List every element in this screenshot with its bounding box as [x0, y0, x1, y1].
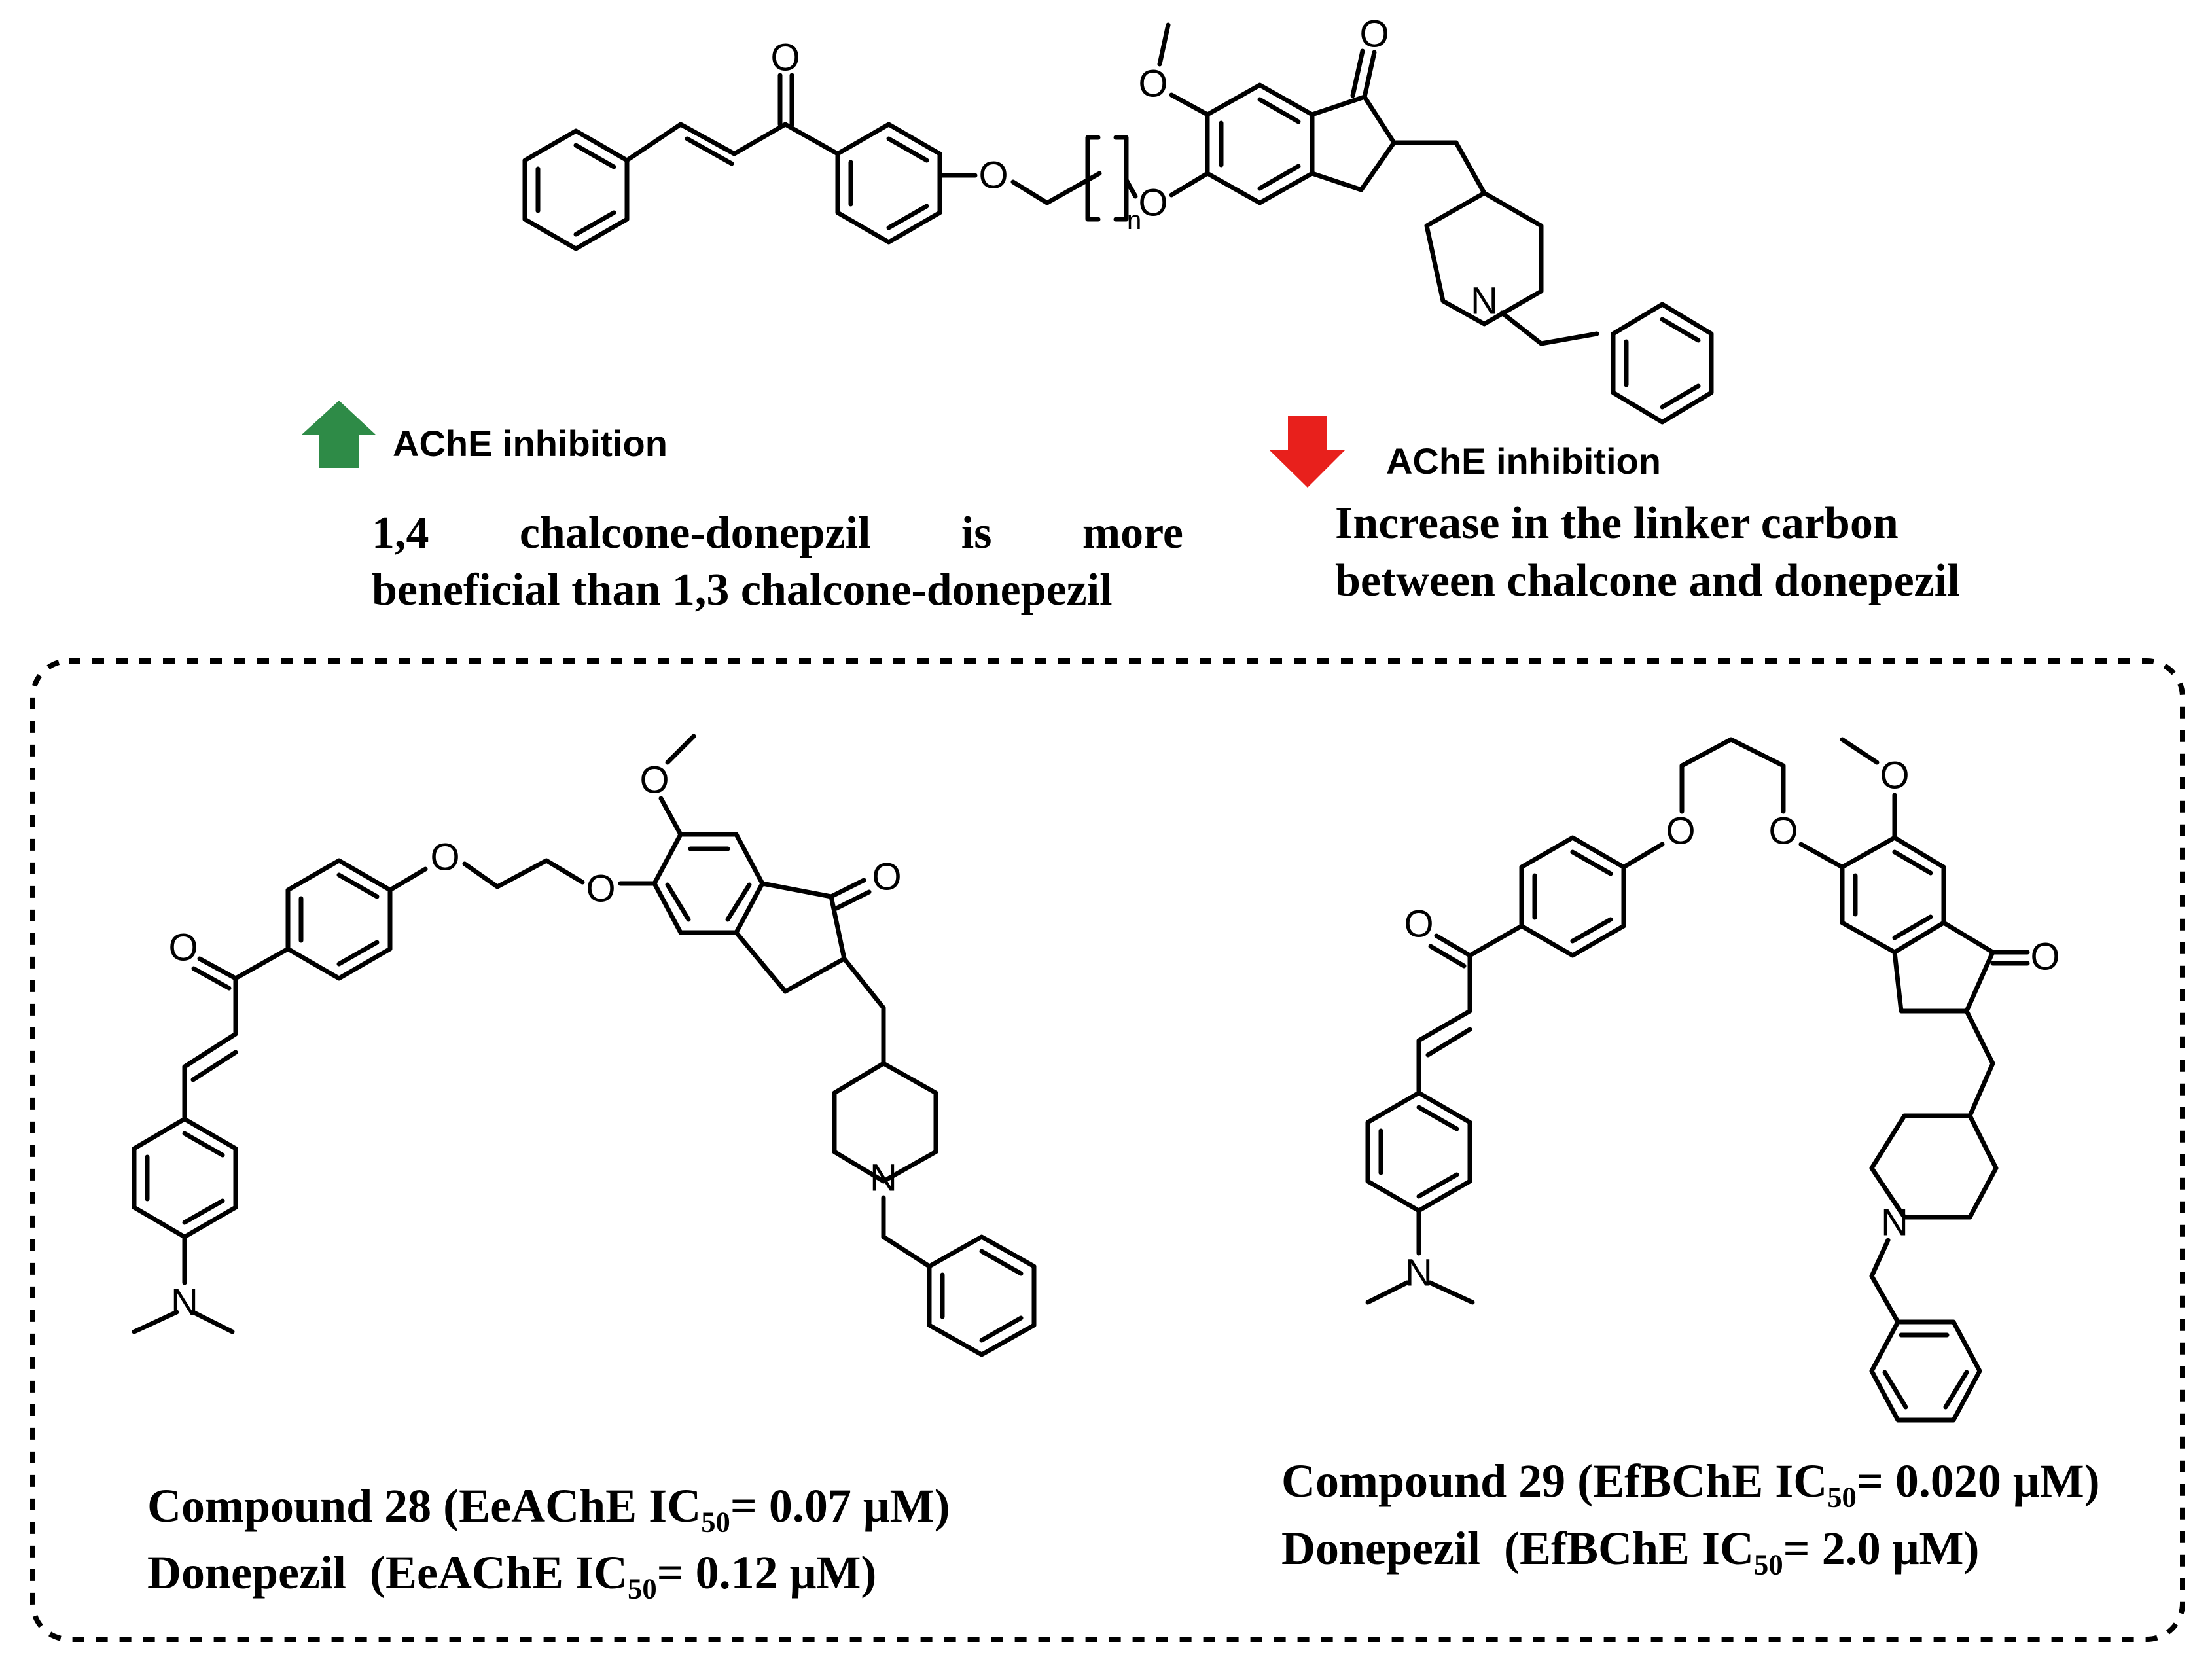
svg-text:O: O: [1359, 13, 1389, 56]
donepezil-ache-caption: Donepezil (EeAChE IC50= 0.12 μM): [147, 1546, 877, 1603]
svg-text:O: O: [978, 154, 1008, 197]
svg-text:N: N: [171, 1281, 198, 1324]
up-arrow-icon: [301, 401, 376, 468]
ache-inhibition-down-label: AChE inhibition: [1386, 440, 1661, 482]
donepezil-ache-sub: 50: [628, 1572, 657, 1605]
compound-29-caption: Compound 29 (EfBChE IC50= 0.020 μM): [1281, 1454, 2100, 1512]
svg-text:O: O: [1138, 182, 1168, 224]
svg-text:O: O: [430, 836, 459, 879]
donepezil-ache-name: Donepezil: [147, 1546, 346, 1599]
down-arrow-icon: [1270, 416, 1345, 488]
svg-text:O: O: [1138, 63, 1168, 105]
donepezil-ache-assay: (EeAChE IC: [369, 1546, 628, 1599]
compound-29-name: Compound 29: [1281, 1455, 1566, 1507]
svg-text:N: N: [1881, 1202, 1908, 1244]
svg-text:O: O: [639, 759, 669, 802]
svg-text:O: O: [586, 868, 615, 910]
note-right-line1: Increase in the linker carbon: [1335, 498, 1899, 548]
compound-29-assay: (EfBChE IC: [1577, 1455, 1828, 1507]
svg-text:O: O: [1404, 903, 1433, 946]
donepezil-bche-caption: Donepezil (EfBChE IC50= 2.0 μM): [1281, 1522, 1980, 1579]
compound-29-structure: N O O O O: [1365, 737, 2060, 1423]
general-structure: O O n O O O N: [522, 13, 1714, 425]
svg-text:O: O: [872, 856, 901, 899]
compound-28-assay: (EeAChE IC: [443, 1480, 702, 1532]
svg-text:O: O: [770, 37, 800, 79]
svg-text:N: N: [1471, 280, 1498, 323]
dashed-border-box: [30, 658, 2185, 1642]
svg-text:O: O: [1666, 810, 1695, 853]
compound-28-name: Compound 28: [147, 1480, 432, 1532]
note-left-line2: beneficial than 1,3 chalcone-donepezil: [372, 565, 1113, 615]
compound-28-structure: N O O O O: [132, 734, 1037, 1357]
donepezil-bche-name: Donepezil: [1281, 1522, 1480, 1575]
compound-28-sub: 50: [701, 1505, 730, 1539]
svg-text:N: N: [1405, 1252, 1433, 1294]
note-right-line2: between chalcone and donepezil: [1335, 556, 1960, 606]
svg-text:O: O: [1768, 810, 1798, 853]
donepezil-bche-assay: (EfBChE IC: [1503, 1522, 1755, 1575]
donepezil-ache-value: = 0.12 μM): [656, 1546, 877, 1599]
compound-29-sub: 50: [1827, 1480, 1857, 1514]
compound-28-caption: Compound 28 (EeAChE IC50= 0.07 μM): [147, 1479, 950, 1537]
ache-inhibition-up-label: AChE inhibition: [393, 423, 668, 464]
note-left-line1: 1,4 chalcone-donepzil is more: [372, 508, 1183, 558]
svg-text:O: O: [2030, 936, 2060, 978]
svg-text:n: n: [1127, 206, 1141, 235]
donepezil-bche-value: = 2.0 μM): [1783, 1522, 1980, 1575]
svg-text:O: O: [168, 927, 198, 969]
compound-28-value: = 0.07 μM): [730, 1480, 950, 1532]
svg-text:N: N: [870, 1157, 897, 1200]
donepezil-bche-sub: 50: [1754, 1548, 1783, 1581]
svg-text:O: O: [1880, 755, 1909, 797]
compound-29-value: = 0.020 μM): [1856, 1455, 2100, 1507]
